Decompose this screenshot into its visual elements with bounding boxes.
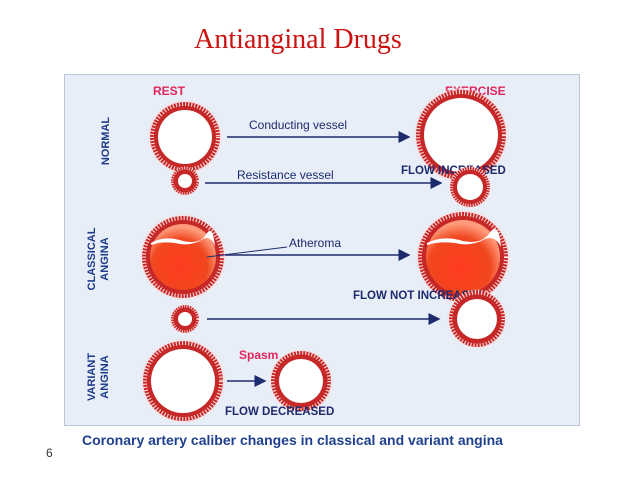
figure-caption: Coronary artery caliber changes in class…: [82, 432, 503, 448]
vessel-diagram: REST EXERCISE NORMAL CLASSICAL ANGINA VA…: [86, 84, 510, 423]
row-label-classical-2: ANGINA: [99, 237, 111, 280]
resistance-vessel-exercise: [449, 166, 491, 208]
label-flow-decreased: FLOW DECREASED: [225, 406, 334, 418]
vessel-classical-exercise: [416, 210, 510, 304]
atheroma-pointer: [206, 246, 288, 258]
row-label-classical-1: CLASSICAL: [86, 227, 98, 290]
label-conducting-vessel: Conducting vessel: [249, 118, 347, 132]
label-atheroma: Atheroma: [289, 236, 341, 250]
vessel-variant-spasm: [269, 349, 333, 413]
row-label-variant-1: VARIANT: [86, 353, 98, 401]
header-rest: REST: [153, 84, 186, 98]
vessel-normal-exercise: [414, 88, 508, 182]
vessel-classical-rest: [140, 214, 226, 300]
classical-resistance-rest: [170, 304, 200, 334]
vessel-normal-rest: [148, 100, 222, 174]
vessel-variant-rest: [141, 339, 225, 423]
slide-title: Antianginal Drugs: [194, 24, 402, 55]
row-label-variant-2: ANGINA: [99, 355, 111, 398]
classical-resistance-exercise: [447, 289, 507, 349]
slide-number: 6: [46, 446, 53, 460]
label-flow-not-increased: FLOW NOT INCREASED: [353, 290, 485, 302]
label-spasm: Spasm: [239, 348, 278, 362]
diagram-panel: REST EXERCISE NORMAL CLASSICAL ANGINA VA…: [64, 74, 580, 426]
label-resistance-vessel: Resistance vessel: [237, 168, 334, 182]
resistance-vessel-rest: [170, 166, 200, 196]
row-label-normal: NORMAL: [100, 117, 112, 166]
